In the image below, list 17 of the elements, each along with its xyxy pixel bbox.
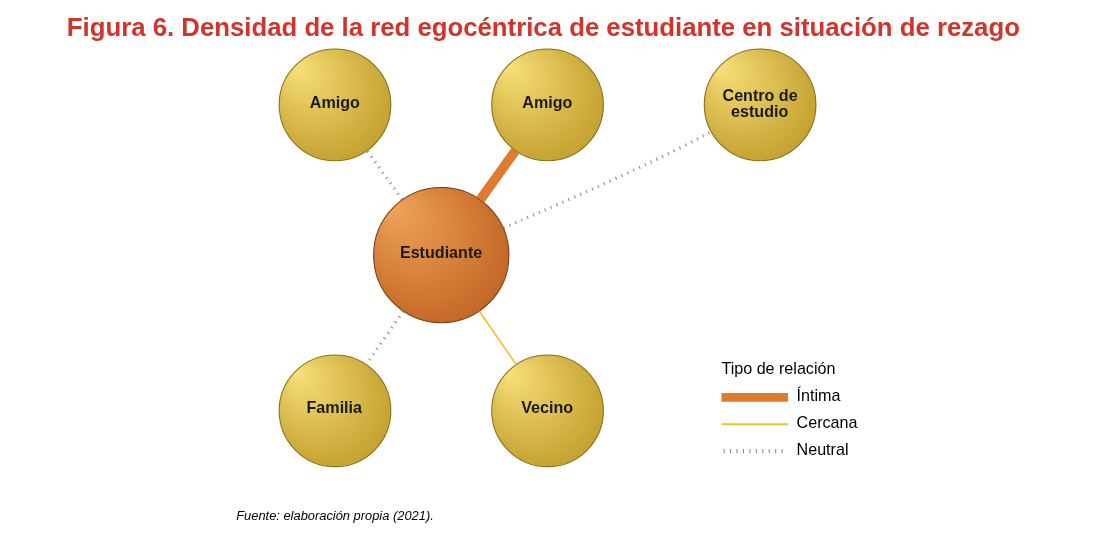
diagram-title: Figura 6. Densidad de la red egocéntrica de estudiante en situación de rezago	[66, 13, 1020, 42]
node-circle: Amigo	[278, 48, 391, 162]
connector	[502, 130, 712, 230]
node-circle: Estudiante	[372, 186, 509, 324]
label: Tipo de relación	[720, 359, 835, 378]
connector	[476, 147, 519, 203]
node-circle: Vecino	[490, 354, 604, 468]
node-circle: Familia	[278, 354, 391, 468]
legend-label: Cercana	[796, 412, 857, 431]
connector	[478, 310, 517, 366]
connector	[364, 310, 405, 366]
connector	[365, 149, 403, 201]
legend-label: Íntima	[796, 386, 840, 405]
node-circle: Centro de estudio	[703, 48, 816, 162]
caption: Fuente: elaboración propia (2021).	[235, 508, 434, 524]
node-circle: Amigo	[490, 48, 604, 162]
legend-label: Neutral	[796, 439, 848, 458]
